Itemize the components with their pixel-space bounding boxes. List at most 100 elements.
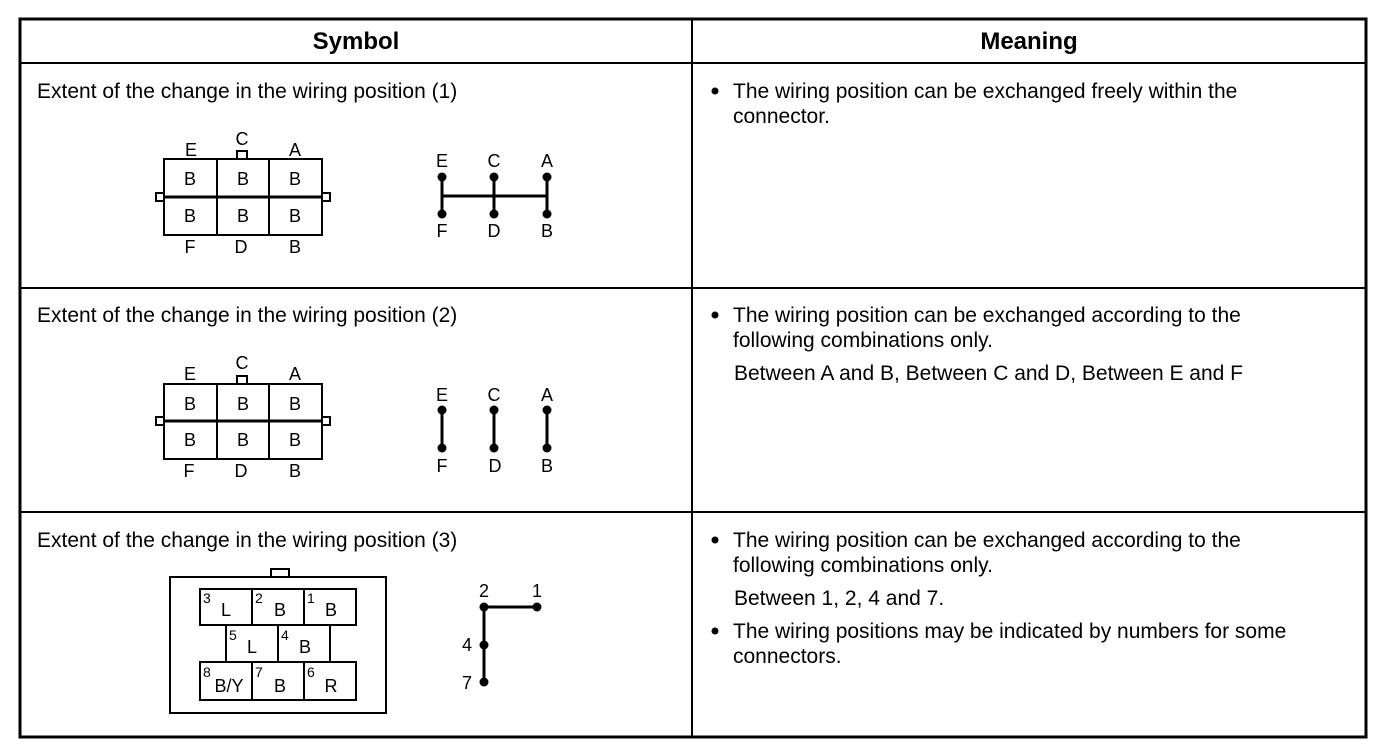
wire-color: R — [325, 676, 338, 696]
terminal-dot — [542, 405, 552, 415]
row-3: Extent of the change in the wiring posit… — [37, 529, 1286, 714]
pin-label: C — [236, 353, 249, 373]
connector-diagram: E C A B B B B B B F D B — [155, 129, 331, 257]
terminal-dot — [489, 405, 499, 415]
meaning-line: connectors. — [733, 645, 842, 668]
wire-color: B — [325, 600, 337, 620]
terminal-label: E — [436, 385, 448, 405]
pin-number: 1 — [307, 590, 315, 606]
cell-label: B — [184, 394, 196, 414]
bullet — [711, 536, 719, 544]
terminal-dot — [489, 172, 499, 182]
meaning-line: Between A and B, Between C and D, Betwee… — [734, 362, 1243, 385]
terminal-dot — [542, 209, 552, 219]
terminal-label: D — [488, 221, 501, 241]
connector-side-tab — [321, 416, 331, 426]
pin-label: E — [184, 364, 196, 384]
wire-color: B — [299, 637, 311, 657]
wire-color: L — [221, 600, 231, 620]
terminal-label: 2 — [479, 581, 489, 601]
row-1: Extent of the change in the wiring posit… — [37, 80, 1237, 257]
terminal-label: D — [489, 456, 502, 476]
cell-label: B — [184, 430, 196, 450]
cell-label: B — [289, 430, 301, 450]
terminal-label: C — [488, 151, 501, 171]
terminal-dot — [532, 602, 542, 612]
header-symbol: Symbol — [313, 28, 400, 55]
connector-lock-tab — [236, 150, 248, 160]
terminal-label: E — [436, 151, 448, 171]
pin-label: B — [289, 461, 301, 481]
row-title: Extent of the change in the wiring posit… — [37, 304, 457, 327]
cell-label: B — [184, 169, 196, 189]
terminal-dot — [489, 443, 499, 453]
cell-label: B — [237, 206, 249, 226]
pin-number: 5 — [229, 627, 237, 643]
table-grid — [18, 17, 1368, 739]
meaning-line: Between 1, 2, 4 and 7. — [734, 587, 944, 610]
terminal-dot — [437, 443, 447, 453]
connector-lock-tab — [236, 375, 248, 385]
wire-color: B — [274, 676, 286, 696]
pin-number: 7 — [255, 664, 263, 680]
terminal-dot — [542, 172, 552, 182]
header-meaning: Meaning — [980, 28, 1077, 55]
terminal-label: 1 — [532, 581, 542, 601]
pin-label: E — [185, 140, 197, 160]
terminal-dot — [437, 405, 447, 415]
cell-label: B — [237, 430, 249, 450]
row-title: Extent of the change in the wiring posit… — [37, 80, 457, 103]
meaning-text: The wiring position can be exchanged acc… — [711, 529, 1286, 668]
terminal-label: 7 — [462, 673, 472, 693]
cell-label: B — [237, 169, 249, 189]
terminal-label: 4 — [462, 635, 472, 655]
meaning-line: The wiring position can be exchanged acc… — [733, 529, 1241, 552]
connector-diagram: 3 L 2 B 1 B 5 L 4 B 8 B/Y 7 B 6 R — [169, 568, 387, 714]
cell-label: B — [289, 394, 301, 414]
pin-number: 3 — [203, 590, 211, 606]
wire-color: B/Y — [214, 676, 243, 696]
wire-color: L — [247, 637, 257, 657]
meaning-line: The wiring positions may be indicated by… — [733, 620, 1286, 643]
wire-color: B — [274, 600, 286, 620]
pin-label: A — [289, 364, 301, 384]
pin-label: F — [184, 461, 195, 481]
terminal-dot — [542, 443, 552, 453]
pin-number: 6 — [307, 664, 315, 680]
terminal-dot — [437, 209, 447, 219]
meaning-text: The wiring position can be exchanged fre… — [711, 80, 1237, 128]
cell-label: B — [184, 206, 196, 226]
connector-cell — [303, 661, 357, 701]
terminal-dot — [479, 677, 489, 687]
bullet — [711, 87, 719, 95]
terminal-label: F — [437, 456, 448, 476]
cell-label: B — [289, 169, 301, 189]
pin-label: B — [289, 237, 301, 257]
pin-number: 4 — [281, 627, 289, 643]
meaning-line: following combinations only. — [733, 329, 993, 352]
pin-number: 8 — [203, 664, 211, 680]
row-2: Extent of the change in the wiring posit… — [37, 304, 1243, 481]
terminal-dot — [489, 209, 499, 219]
bullet — [711, 311, 719, 319]
wiring-schematic: E C A F D B — [436, 385, 553, 476]
wiring-schematic: E C A F D B — [436, 151, 553, 241]
cell-label: B — [289, 206, 301, 226]
connector-side-tab — [155, 192, 165, 202]
connector-side-tab — [321, 192, 331, 202]
terminal-label: A — [541, 151, 553, 171]
meaning-line: connector. — [733, 105, 830, 128]
connector-diagram: E C A B B B B B B F D B — [155, 353, 331, 481]
wiring-schematic: 2 1 4 7 — [462, 581, 542, 693]
pin-label: A — [289, 140, 301, 160]
pin-label: C — [236, 129, 249, 149]
terminal-dot — [479, 640, 489, 650]
row-title: Extent of the change in the wiring posit… — [37, 529, 457, 552]
pin-label: D — [235, 461, 248, 481]
connector-lock-tab — [270, 568, 290, 578]
bullet — [711, 627, 719, 635]
terminal-label: B — [541, 456, 553, 476]
terminal-label: A — [541, 385, 553, 405]
pin-number: 2 — [255, 590, 263, 606]
